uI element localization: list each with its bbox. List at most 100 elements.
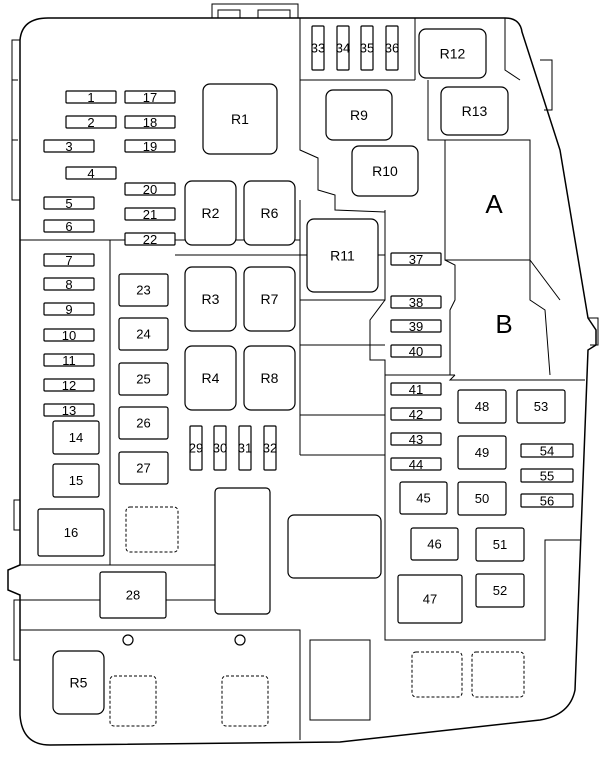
mini-fuse-10 bbox=[43, 328, 95, 342]
relay-label-r8: R8 bbox=[261, 370, 279, 386]
mini-fuse-22 bbox=[124, 232, 176, 246]
mini-fuse-38 bbox=[390, 295, 442, 309]
fuse-label-6: 6 bbox=[65, 219, 72, 234]
cartridge-fuse-15 bbox=[52, 463, 100, 498]
relay-label-r1: R1 bbox=[231, 111, 249, 127]
fuse-label-22: 22 bbox=[143, 232, 157, 247]
fuse-label-50: 50 bbox=[475, 491, 489, 506]
fuse-label-51: 51 bbox=[493, 537, 507, 552]
dashed-connectors bbox=[109, 506, 525, 727]
relay-r7 bbox=[243, 266, 296, 332]
fuse-label-49: 49 bbox=[475, 445, 489, 460]
relay-label-r2: R2 bbox=[202, 205, 220, 221]
relay-label-r5: R5 bbox=[70, 675, 88, 691]
mini-fuse-5 bbox=[43, 196, 95, 210]
fuse-label-30: 30 bbox=[213, 441, 227, 456]
fuse-label-8: 8 bbox=[65, 277, 72, 292]
cartridge-fuse-24 bbox=[118, 317, 169, 351]
mini-fuse-9 bbox=[43, 302, 95, 316]
mini-fuse-33 bbox=[311, 25, 325, 71]
fuse-label-39: 39 bbox=[409, 319, 423, 334]
relay-label-r7: R7 bbox=[261, 291, 279, 307]
relay-r13 bbox=[440, 86, 509, 136]
cartridge-fuse-27 bbox=[118, 451, 169, 485]
fuse-label-38: 38 bbox=[409, 295, 423, 310]
cartridge-fuse-23 bbox=[118, 273, 169, 307]
mini-fuse-41 bbox=[390, 382, 442, 396]
relay-r11 bbox=[306, 218, 379, 293]
fuse-label-29: 29 bbox=[189, 441, 203, 456]
relay-r12 bbox=[418, 28, 487, 79]
fuse-label-10: 10 bbox=[62, 328, 76, 343]
relay-r3 bbox=[184, 266, 237, 332]
mini-fuse-4 bbox=[65, 166, 117, 180]
mini-fuse-19 bbox=[124, 139, 176, 153]
mini-fuse-8 bbox=[43, 277, 95, 291]
cartridge-fuse-25 bbox=[118, 362, 169, 396]
fuse-label-48: 48 bbox=[475, 399, 489, 414]
fuse-label-14: 14 bbox=[69, 430, 83, 445]
housing-outline bbox=[7, 17, 597, 746]
fuse-label-23: 23 bbox=[136, 283, 150, 298]
mini-fuse-36 bbox=[385, 25, 399, 71]
mini-fuse-31 bbox=[238, 425, 252, 471]
mini-fuse-11 bbox=[43, 353, 95, 367]
mini-fuse-29 bbox=[189, 425, 203, 471]
cartridge-fuse-49 bbox=[457, 435, 507, 470]
mini-fuse-55 bbox=[520, 468, 574, 483]
top-connector-tabs bbox=[211, 3, 299, 18]
fuse-label-1: 1 bbox=[87, 90, 94, 105]
fuse-label-7: 7 bbox=[65, 253, 72, 268]
relay-r6 bbox=[243, 180, 296, 246]
mini-fuse-21 bbox=[124, 207, 176, 221]
fuse-label-13: 13 bbox=[62, 403, 76, 418]
relay-label-r11: R11 bbox=[330, 248, 355, 264]
mini-fuse-17 bbox=[124, 90, 176, 104]
block-label-a: A bbox=[485, 189, 503, 219]
relay-label-r13: R13 bbox=[462, 103, 488, 119]
relay-label-r4: R4 bbox=[202, 370, 220, 386]
mounting-hole bbox=[122, 634, 134, 646]
mini-fuse-1 bbox=[65, 90, 117, 104]
fuse-label-3: 3 bbox=[65, 139, 72, 154]
fuse-label-36: 36 bbox=[385, 41, 399, 56]
cartridge-fuse-16 bbox=[37, 508, 105, 557]
fuse-label-31: 31 bbox=[238, 441, 252, 456]
fuse-label-24: 24 bbox=[136, 327, 150, 342]
fuse-label-19: 19 bbox=[143, 139, 157, 154]
mini-fuse-6 bbox=[43, 219, 95, 233]
fuse-label-54: 54 bbox=[540, 444, 554, 459]
cartridge-fuse-14 bbox=[52, 420, 100, 455]
fuse-label-9: 9 bbox=[65, 302, 72, 317]
fuse-label-33: 33 bbox=[311, 41, 325, 56]
fuse-label-55: 55 bbox=[540, 469, 554, 484]
relay-label-r9: R9 bbox=[350, 107, 368, 123]
fuse-label-52: 52 bbox=[493, 583, 507, 598]
side-clips bbox=[11, 39, 599, 661]
fuse-label-41: 41 bbox=[409, 382, 423, 397]
relay-r5 bbox=[52, 650, 105, 715]
cartridge-fuse-28 bbox=[99, 571, 167, 619]
internal-structure-lines bbox=[20, 18, 585, 740]
fuse-label-18: 18 bbox=[143, 115, 157, 130]
fuse-label-40: 40 bbox=[409, 344, 423, 359]
fuse-label-25: 25 bbox=[136, 372, 150, 387]
fuse-label-37: 37 bbox=[409, 252, 423, 267]
fuse-label-43: 43 bbox=[409, 432, 423, 447]
fuse-label-56: 56 bbox=[540, 494, 554, 509]
mini-fuse-54 bbox=[520, 443, 574, 458]
fuse-label-21: 21 bbox=[143, 207, 157, 222]
mini-fuse-43 bbox=[390, 432, 442, 446]
cover-plate-left bbox=[214, 487, 271, 615]
cartridge-fuse-50 bbox=[457, 481, 507, 516]
fuse-label-35: 35 bbox=[360, 41, 374, 56]
cover-plate-right bbox=[287, 514, 382, 579]
mini-fuse-44 bbox=[390, 457, 442, 471]
mini-fuse-7 bbox=[43, 253, 95, 267]
fuse-label-42: 42 bbox=[409, 407, 423, 422]
fuse-label-5: 5 bbox=[65, 196, 72, 211]
cartridge-fuse-45 bbox=[399, 481, 448, 515]
fuse-label-34: 34 bbox=[336, 41, 350, 56]
fuse-label-15: 15 bbox=[69, 473, 83, 488]
relay-r10 bbox=[351, 145, 419, 197]
